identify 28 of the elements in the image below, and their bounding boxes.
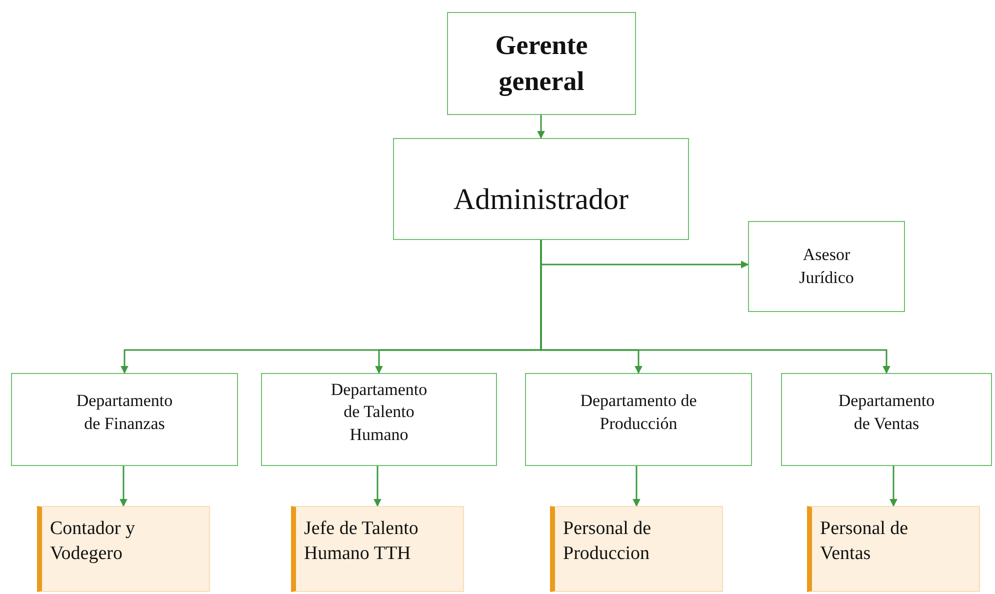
position-title: Departamento de Ventas bbox=[837, 390, 936, 434]
position-box bbox=[393, 138, 689, 240]
position-box bbox=[447, 12, 636, 115]
position-box bbox=[748, 221, 905, 312]
connector-arrow bbox=[632, 466, 640, 507]
staff-box bbox=[291, 506, 464, 592]
position-title: Personal de Ventas bbox=[820, 517, 910, 566]
position-title: Contador y Vodegero bbox=[50, 517, 136, 566]
position-box bbox=[781, 373, 992, 466]
connector-arrow bbox=[890, 466, 898, 507]
position-box bbox=[11, 373, 238, 466]
position-title: Administrador bbox=[454, 182, 628, 218]
position-box bbox=[525, 373, 752, 466]
position-title: Departamento de Talento Humano bbox=[330, 379, 428, 446]
position-title: Departamento de Producción bbox=[579, 390, 698, 434]
staff-box bbox=[550, 506, 723, 592]
position-title: Gerente general bbox=[494, 29, 589, 98]
position-box bbox=[261, 373, 497, 466]
position-title: Jefe de Talento Humano TTH bbox=[304, 517, 420, 566]
position-title: Asesor Jurídico bbox=[798, 244, 855, 288]
staff-box bbox=[37, 506, 210, 592]
position-title: Departamento de Finanzas bbox=[75, 390, 174, 434]
connector-arrow bbox=[374, 466, 382, 507]
connector-arrow bbox=[537, 115, 545, 139]
staff-box bbox=[807, 506, 980, 592]
connector-arrow bbox=[120, 466, 128, 507]
position-title: Personal de Produccion bbox=[563, 517, 652, 566]
connector-arrow bbox=[540, 240, 890, 374]
